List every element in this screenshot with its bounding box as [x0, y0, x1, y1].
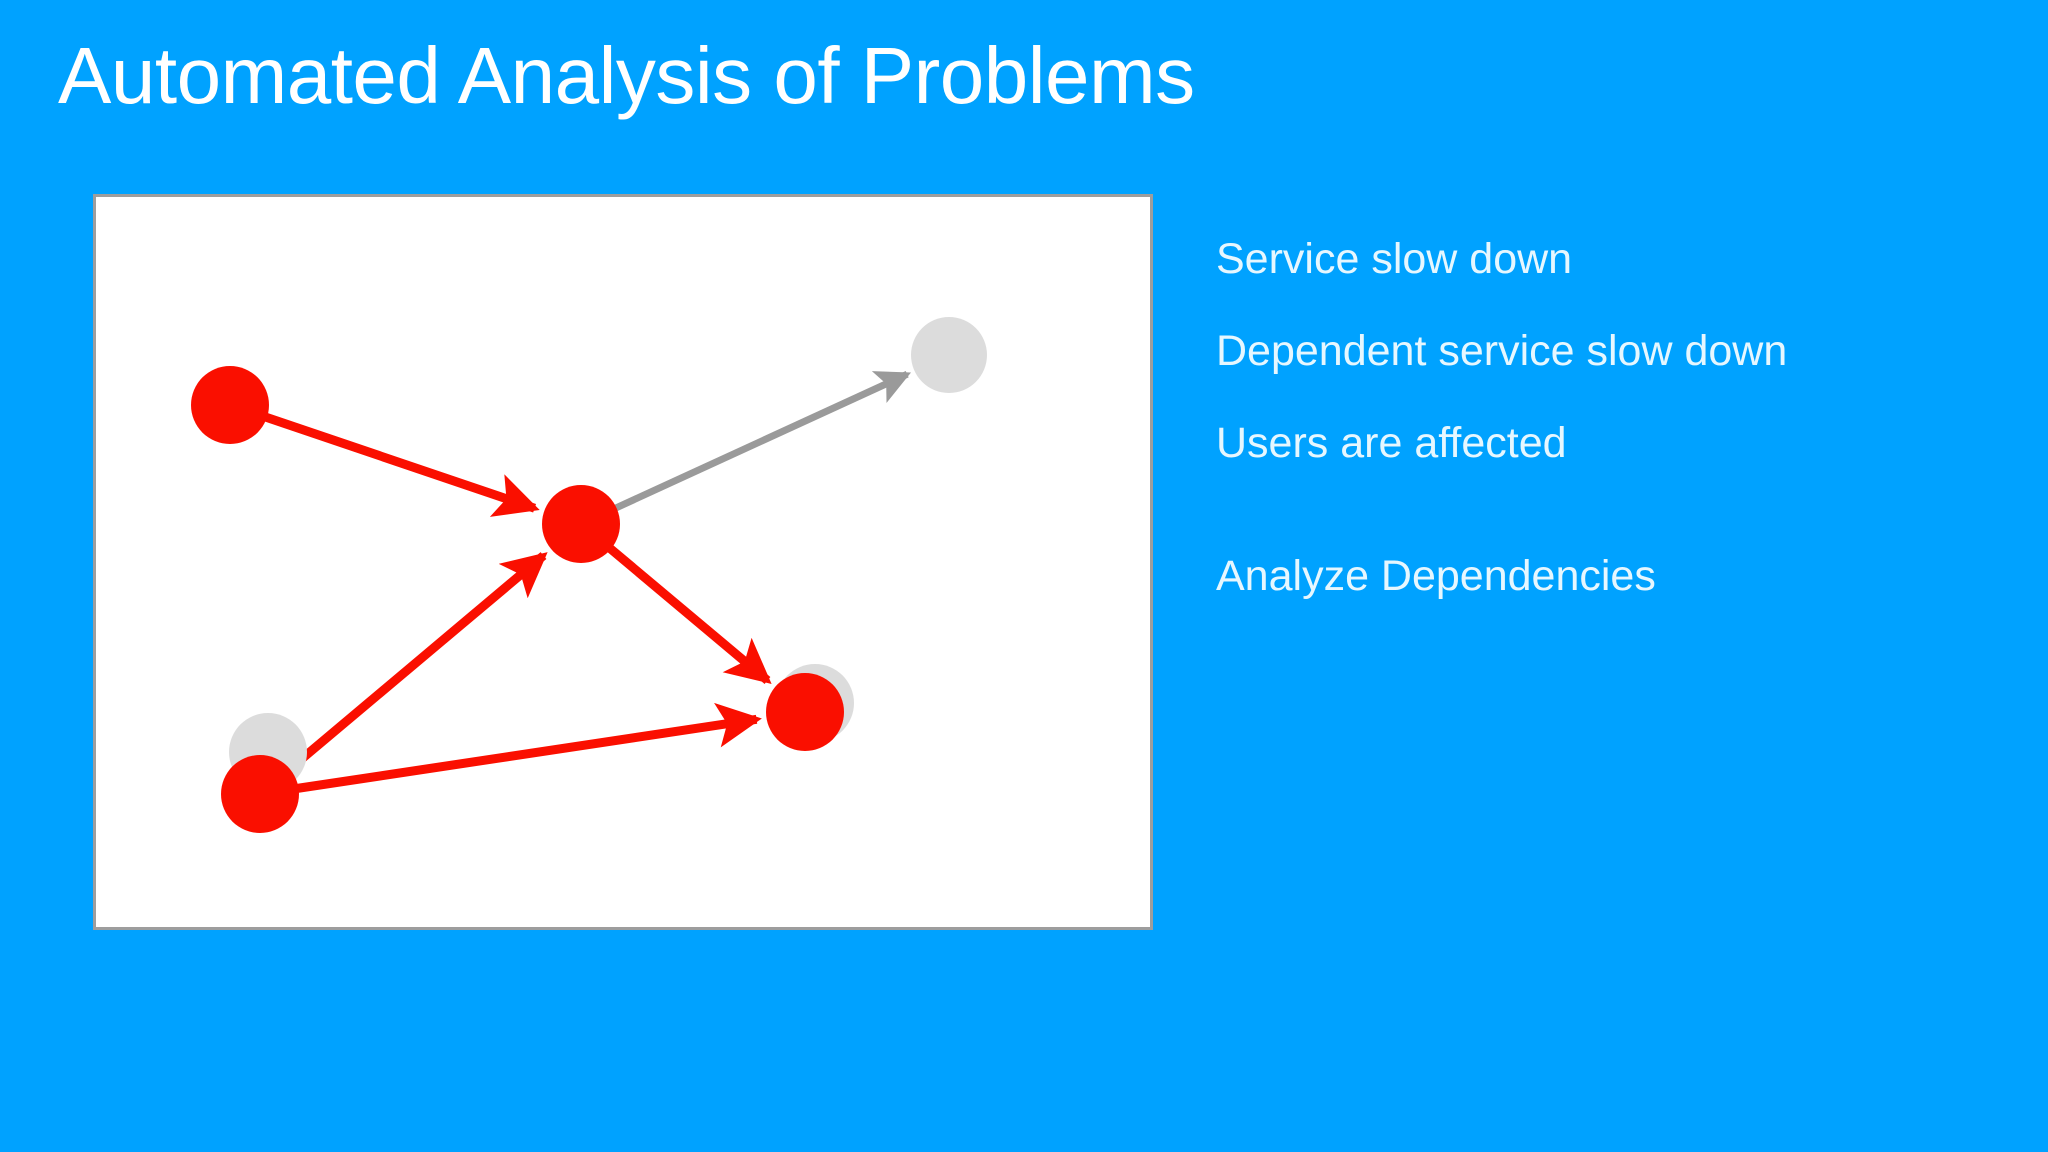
edge-center-to-top-right[interactable] — [613, 371, 912, 512]
edge-bottom-left-to-bottom-right[interactable] — [295, 702, 762, 793]
edge-top-left-to-center[interactable] — [263, 412, 540, 517]
node-layer — [191, 317, 987, 833]
node-bottom-right-service[interactable] — [766, 673, 844, 751]
node-top-left-service[interactable] — [191, 366, 269, 444]
edge-center-to-bottom-right[interactable] — [606, 544, 772, 684]
dependency-graph-panel — [93, 194, 1153, 930]
legend-item-3: Analyze Dependencies — [1216, 552, 1656, 600]
node-top-right-service[interactable] — [911, 317, 987, 393]
edge-bottom-left-to-center[interactable] — [285, 552, 548, 774]
legend-item-2: Users are affected — [1216, 419, 1567, 467]
edge-layer — [263, 371, 912, 793]
node-center-service[interactable] — [542, 485, 620, 563]
legend-item-1: Dependent service slow down — [1216, 327, 1788, 375]
dependency-graph — [191, 317, 987, 833]
page-title: Automated Analysis of Problems — [58, 31, 1195, 120]
node-bottom-left-service[interactable] — [221, 755, 299, 833]
legend-item-0: Service slow down — [1216, 235, 1573, 283]
